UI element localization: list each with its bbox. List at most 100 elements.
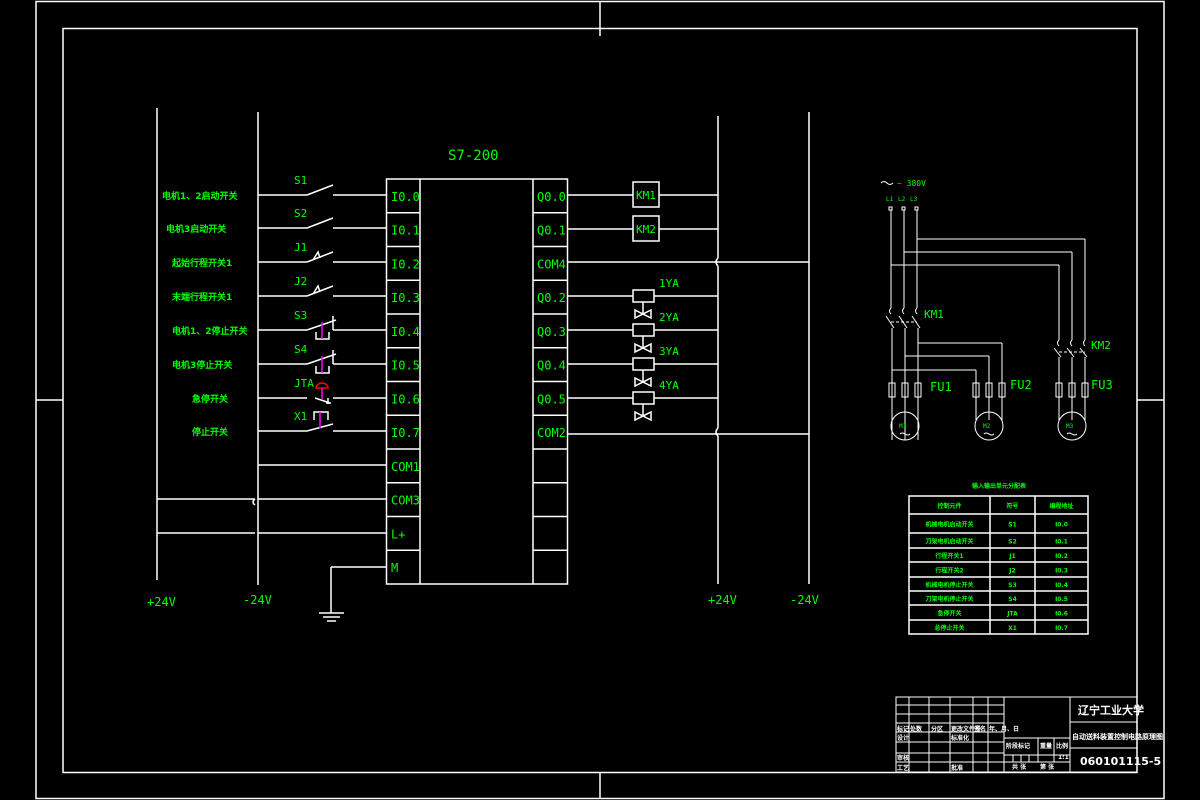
tb-cell-date: 年、月、日	[989, 725, 1019, 733]
switch-symbol	[258, 250, 386, 263]
io-table-cell: I0.3	[1055, 568, 1068, 575]
plc-input-terminal: L+	[391, 527, 405, 541]
valve-icon	[634, 410, 652, 422]
tb-cell-zone: 分区	[931, 725, 943, 733]
plc-input-terminal: COM1	[391, 460, 420, 474]
motor-m3-label: M3	[1066, 423, 1074, 430]
tb-sheet-number: 第 张	[1039, 763, 1055, 771]
input-bus	[156, 108, 259, 585]
switch-description: 电机3停止开关	[172, 359, 232, 371]
fu1-label: FU1	[930, 380, 952, 394]
plc-block	[385, 178, 569, 585]
io-table-cell: 刀架电机启动开关	[925, 538, 973, 546]
supply-voltage-label: ~ 380V	[897, 179, 926, 188]
io-table-cell: S4	[1008, 596, 1017, 603]
phase-l2-label: L2	[898, 196, 906, 203]
solenoid-valve-row: 1YA	[567, 277, 718, 320]
fu3-label: FU3	[1091, 378, 1113, 392]
km1-power-label: KM1	[924, 308, 944, 321]
phase-l1-label: L1	[886, 196, 894, 203]
plc-output-terminal: COM4	[537, 257, 566, 271]
tb-cell-approve: 批准	[951, 764, 963, 772]
tb-cell-sign: 签名	[973, 725, 986, 733]
io-table-cell: 机械电机停止开关	[925, 581, 973, 589]
solenoid-valve-row: 2YA	[567, 311, 718, 354]
output-bus	[715, 112, 810, 584]
plc-input-terminal: COM3	[391, 494, 420, 508]
io-table-cell: J1	[1008, 553, 1015, 560]
plc-output-terminal: Q0.1	[537, 224, 566, 238]
io-table-title: 输入输出单元分配表	[972, 482, 1027, 490]
switch-description: 末端行程开关1	[171, 291, 232, 303]
io-table-cell: I0.7	[1055, 625, 1068, 632]
plc-output-terminal: Q0.3	[537, 325, 566, 339]
plc-input-terminal: I0.6	[391, 392, 420, 406]
plc-input-terminal: I0.0	[391, 190, 420, 204]
input-switch-row: 电机3启动开关 S2	[166, 207, 386, 235]
valve-icon	[634, 342, 652, 354]
switch-description: 电机3启动开关	[166, 223, 226, 235]
power-circuit: ~ 380V L1 L2 L3	[880, 179, 1113, 441]
switch-description: 电机1、2启动开关	[162, 190, 238, 202]
io-table-cell: I0.2	[1055, 553, 1068, 560]
km2-coil-label: KM2	[636, 223, 656, 236]
fu2-label: FU2	[1010, 378, 1032, 392]
switch-description: 电机1、2停止开关	[172, 325, 248, 337]
motor-m3-symbol	[1057, 411, 1087, 441]
io-table-cell: S2	[1008, 539, 1017, 546]
io-table-cell: S3	[1008, 582, 1017, 589]
valve-icon	[634, 308, 652, 320]
solenoid-coil	[632, 391, 655, 405]
io-table-cell: JTA	[1006, 611, 1018, 618]
solenoid-coil	[632, 289, 655, 303]
tb-cell-design: 设计	[897, 734, 909, 742]
tb-cell-stage: 阶段标记	[1006, 742, 1030, 750]
switch-symbol	[258, 397, 386, 404]
switch-description: 急停开关	[192, 393, 228, 405]
switch-symbol	[258, 184, 386, 196]
io-table-header: 编程地址	[1049, 502, 1073, 510]
input-switch-row: 起始行程开关1 J1	[171, 241, 386, 269]
km2-power-label: KM2	[1091, 339, 1111, 352]
io-table-cell: 机械电机启动开关	[925, 521, 973, 529]
io-table-header: 符号	[1006, 502, 1018, 510]
switch-tag: X1	[294, 410, 307, 423]
io-table-cell: I0.0	[1055, 522, 1068, 529]
plc-output-terminal: Q0.0	[537, 190, 566, 204]
valve-label: 4YA	[659, 379, 679, 392]
switch-tag: J2	[294, 275, 307, 288]
tb-cell-mark: 标记	[896, 725, 909, 733]
plc-output-terminal: Q0.2	[537, 291, 566, 305]
switch-tag: S2	[294, 207, 307, 220]
valve-label: 1YA	[659, 277, 679, 290]
phase-l3-label: L3	[910, 196, 918, 203]
center-marks	[36, 1, 1164, 799]
tb-cell-count: 处数	[909, 725, 923, 733]
output-supply-neg-label: -24V	[790, 593, 819, 607]
tb-scale-value: 1:1	[1058, 754, 1069, 761]
motor-m1-label: M1	[899, 423, 907, 430]
switch-description: 停止开关	[192, 426, 228, 438]
switch-description: 起始行程开关1	[171, 257, 232, 269]
io-table-cell: 急停开关	[937, 610, 961, 618]
io-table-cell: S1	[1008, 522, 1017, 529]
input-supply-neg-label: -24V	[243, 593, 272, 607]
tb-cell-scale: 比例	[1056, 742, 1068, 750]
tb-sheets-total: 共 张	[1012, 763, 1027, 771]
valve-label: 3YA	[659, 345, 679, 358]
plc-input-terminal: I0.3	[391, 291, 420, 305]
tb-cell-standard: 标准化	[950, 734, 969, 742]
plc-output-terminal: COM2	[537, 426, 566, 440]
io-table-cell: 总停止开关	[934, 624, 964, 632]
output-wiring	[567, 181, 809, 435]
km1-coil-label: KM1	[636, 189, 656, 202]
plc-title: S7-200	[448, 148, 499, 164]
switch-tag: J1	[294, 241, 307, 254]
tb-drawing-name: 自动送料装置控制电路原理图	[1072, 732, 1163, 741]
